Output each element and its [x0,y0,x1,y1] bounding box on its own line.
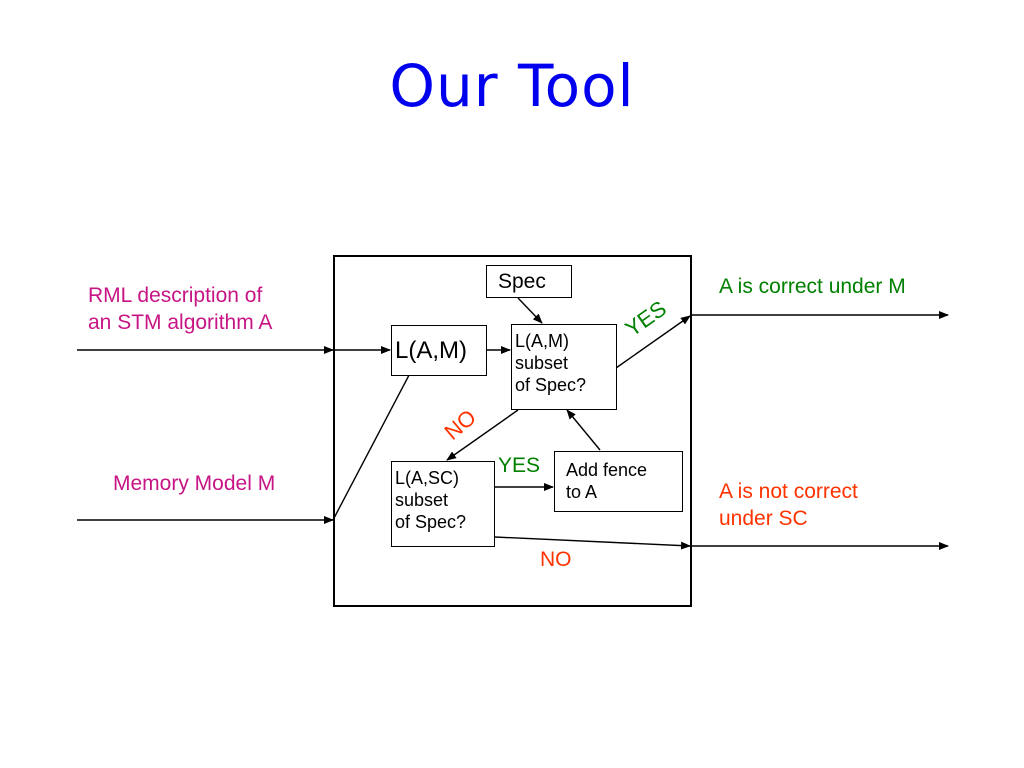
arrow-no-not-correct [494,536,691,550]
page-title: Our Tool [389,52,635,120]
tool-boundary-box [333,255,692,607]
arrow-no-to-lasc [446,409,519,461]
output-not-correct: A is not correct under SC [719,480,858,530]
edge-label-yes-mid: YES [498,454,541,477]
lam-subset-check-box: L(A,M) subset of Spec? [511,324,617,410]
input-rml-description: RML description of an STM algorithm A [88,284,273,334]
lam-box: L(A,M) [391,325,487,376]
edge-label-no-bottom: NO [540,548,572,571]
output-correct: A is correct under M [719,275,906,298]
arrow-memory-to-lam [332,357,419,521]
lasc-subset-check-box: L(A,SC) subset of Spec? [391,461,495,547]
arrow-fence-to-check [566,409,601,451]
spec-box: Spec [486,265,572,298]
arrow-yes-correct [615,315,691,369]
input-memory-model: Memory Model M [113,472,276,495]
arrow-spec-to-check [517,297,543,324]
add-fence-box: Add fence to A [554,451,683,512]
